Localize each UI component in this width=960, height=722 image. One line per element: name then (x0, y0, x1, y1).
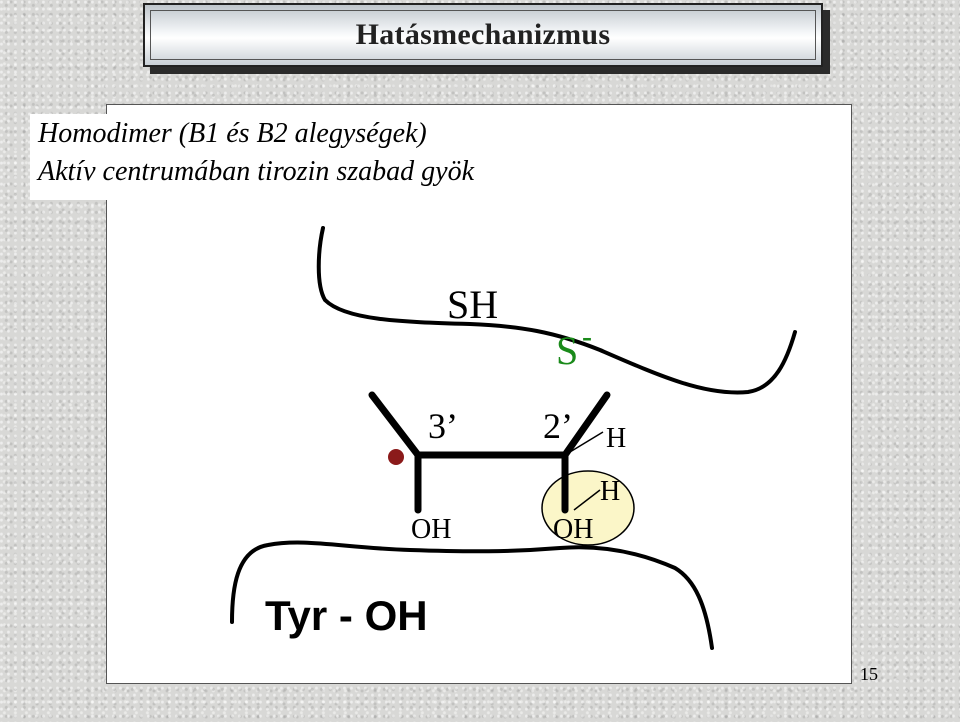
position-2-label: 2’ (543, 406, 573, 446)
sh-label: SH (447, 282, 498, 327)
bond-2-h-top (564, 431, 604, 456)
upper-protein-curve (316, 226, 797, 395)
title-inner-frame: Hatásmechanizmus (150, 10, 816, 60)
slide-title: Hatásmechanizmus (355, 18, 611, 51)
heading-line-1: Homodimer (B1 és B2 alegységek) (38, 118, 427, 149)
lower-protein-curve (230, 540, 714, 650)
oh-right-label: OH (553, 514, 593, 545)
h-top-label: H (606, 423, 626, 454)
page-number: 15 (860, 664, 878, 684)
oh-left-label: OH (411, 514, 451, 545)
s-charge: - (582, 320, 592, 353)
heading-background (30, 114, 565, 200)
title-banner: Hatásmechanizmus (143, 3, 823, 67)
bond-2-upper (561, 391, 611, 459)
tyr-oh-label: Tyr - OH (265, 592, 428, 639)
s-label: S (556, 328, 578, 373)
h-mid-label: H (600, 476, 620, 507)
bond-3-upper (368, 391, 422, 459)
radical-dot (388, 449, 404, 465)
bond-oh-h (573, 489, 601, 511)
position-3-label: 3’ (428, 406, 458, 446)
heading-line-2: Aktív centrumában tirozin szabad gyök (38, 156, 475, 187)
